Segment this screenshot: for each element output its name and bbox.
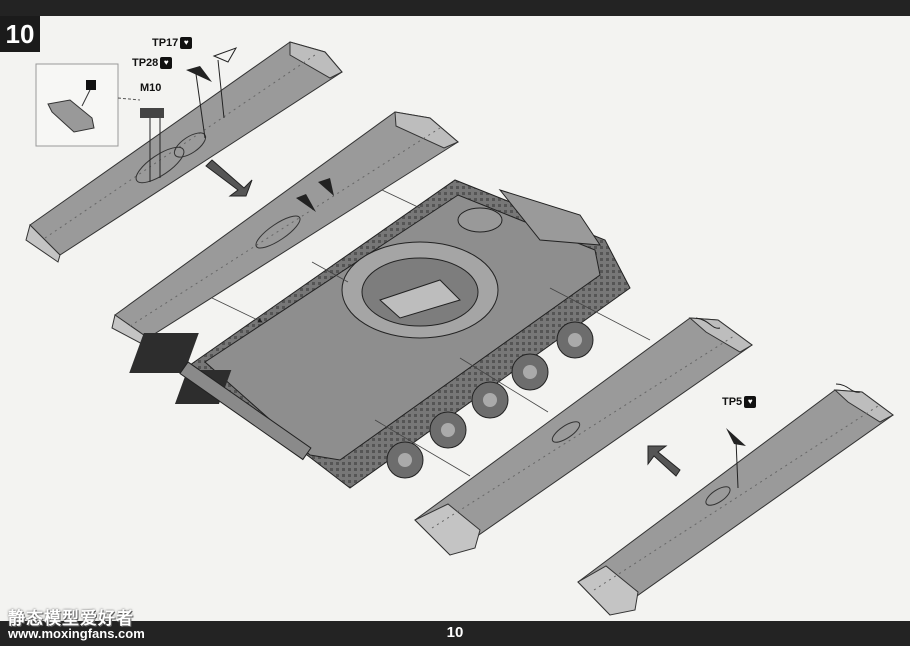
glue-drop-icon: ♥ [744,396,757,409]
callout-tp17-label: TP17 [152,37,179,49]
callout-tp17: TP17♥ [152,37,193,50]
glue-drop-icon: ♥ [180,37,193,50]
fender-right-rear [577,383,894,616]
callout-m10-label: M10 [140,82,162,94]
callout-tp5-label: TP5 [722,396,743,408]
callout-tp5: TP5♥ [722,396,757,409]
bottom-band [0,621,910,646]
fender-left-middle [111,111,459,347]
watermark-url: www.moxingfans.com [8,626,145,641]
callout-m10: M10 [140,82,161,94]
detail-inset [35,63,141,147]
cement-icon [86,80,96,90]
step-number: 10 [0,16,40,52]
glue-drop-icon: ♥ [160,57,173,70]
top-band [0,0,910,16]
fender-left-top [25,41,343,263]
direction-arrow-down [205,159,253,197]
callout-tp28-label: TP28 [132,57,159,69]
page-number: 10 [446,624,464,641]
tank-hull [129,179,631,489]
watermark-chinese: 静态模型爱好者 [8,609,134,628]
guide-lines [211,189,651,477]
direction-arrow-up [647,445,681,477]
callout-tp28: TP28♥ [132,57,173,70]
fender-right-front [414,317,753,556]
